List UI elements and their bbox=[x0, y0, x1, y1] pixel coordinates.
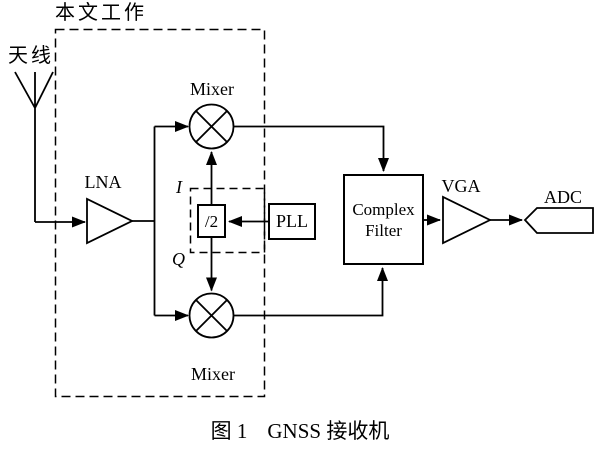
divide-by-two-block: /2 bbox=[197, 204, 226, 238]
antenna-label: 天线 bbox=[8, 45, 54, 67]
lna-label: LNA bbox=[84, 172, 122, 192]
adc-pentagon-icon bbox=[523, 207, 594, 234]
i-branch-label: I bbox=[176, 177, 182, 197]
bottom-mixer-label: Mixer bbox=[191, 364, 235, 384]
figure-caption-title: GNSS 接收机 bbox=[267, 419, 390, 443]
iq-divider-dashed-box bbox=[189, 187, 266, 254]
complex-filter-block: Complex Filter bbox=[343, 174, 424, 265]
bottom-mixer-to-filter-wire bbox=[233, 267, 388, 317]
pll-label: PLL bbox=[275, 211, 308, 231]
antenna-icon bbox=[14, 71, 54, 222]
complex-filter-label-line1: Complex bbox=[352, 199, 415, 219]
top-mixer-label: Mixer bbox=[190, 79, 234, 99]
top-mixer-to-filter-wire bbox=[233, 125, 389, 172]
pll-block: PLL bbox=[268, 203, 316, 240]
divider-label: /2 bbox=[204, 211, 219, 231]
q-branch-label: Q bbox=[172, 249, 185, 269]
lna-amplifier-triangle-icon bbox=[86, 197, 135, 245]
vga-label: VGA bbox=[441, 176, 481, 196]
vga-amplifier-triangle-icon bbox=[442, 195, 493, 245]
figure-caption-index: 图 1 bbox=[210, 419, 248, 443]
lna-output-branch-bus bbox=[132, 126, 156, 316]
work-boundary-label: 本文工作 bbox=[55, 2, 147, 24]
top-mixer-multiply-circle-icon bbox=[188, 103, 235, 150]
bottom-mixer-multiply-circle-icon bbox=[188, 292, 235, 339]
figure-caption: 图 1 GNSS 接收机 bbox=[0, 415, 600, 445]
complex-filter-label-line2: Filter bbox=[365, 220, 402, 240]
adc-label: ADC bbox=[543, 187, 583, 207]
